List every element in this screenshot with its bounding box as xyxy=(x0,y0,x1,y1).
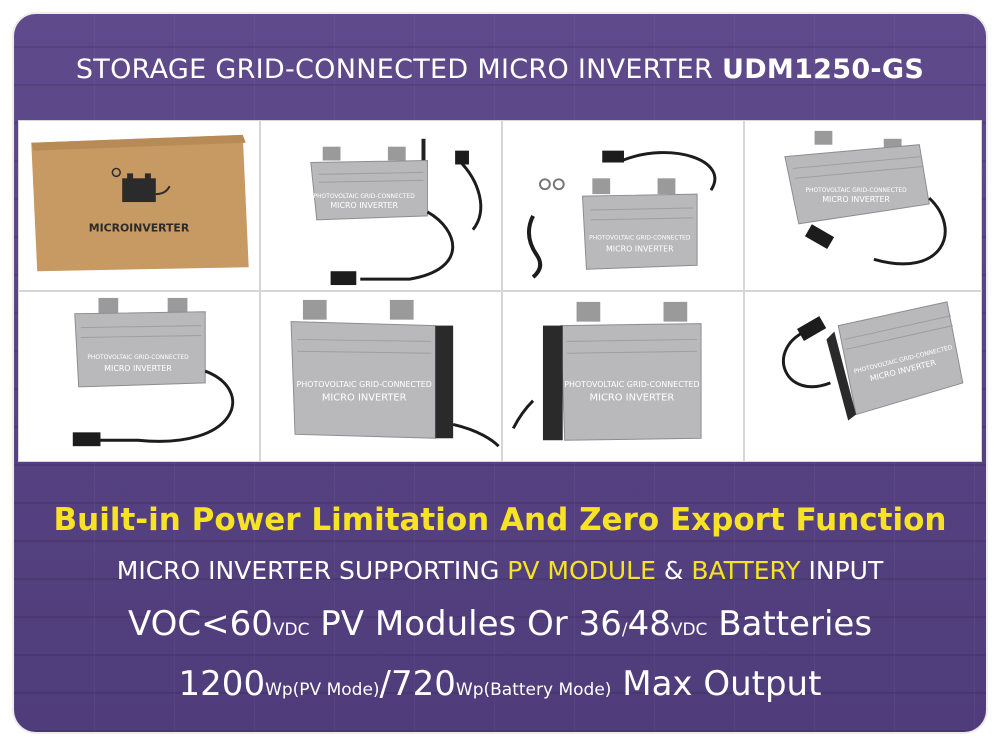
banner-title: STORAGE GRID-CONNECTED MICRO INVERTER UD… xyxy=(14,54,986,85)
gallery-cell-8: PHOTOVOLTAIC GRID-CONNECTED MICRO INVERT… xyxy=(744,291,982,462)
line4-unit-battery: Wp(Battery Mode) xyxy=(455,680,612,700)
line2-text-a: MICRO INVERTER SUPPORTING xyxy=(116,556,508,585)
line3-unit-2: VDC xyxy=(670,620,708,640)
device-label-2: MICRO INVERTER xyxy=(606,244,674,253)
line3-text-a: VOC<60 xyxy=(127,604,273,644)
gallery-cell-2: PHOTOVOLTAIC GRID-CONNECTED MICRO INVERT… xyxy=(260,120,502,291)
device-label-2: MICRO INVERTER xyxy=(822,195,890,204)
inverter-side-image: PHOTOVOLTAIC GRID-CONNECTED MICRO INVERT… xyxy=(290,299,500,448)
device-label-1: PHOTOVOLTAIC GRID-CONNECTED xyxy=(314,194,416,200)
inverter-front-image: PHOTOVOLTAIC GRID-CONNECTED MICRO INVERT… xyxy=(72,297,235,447)
plug-icon xyxy=(122,173,171,203)
inverter-with-antenna-image: PHOTOVOLTAIC GRID-CONNECTED MICRO INVERT… xyxy=(310,138,483,286)
line3-slash: / xyxy=(621,620,628,640)
feature-line-4: 1200Wp(PV Mode)/720Wp(Battery Mode) Max … xyxy=(14,664,986,704)
device-label-1: PHOTOVOLTAIC GRID-CONNECTED xyxy=(564,380,699,389)
device-label-2: MICRO INVERTER xyxy=(322,393,407,404)
line3-text-g: Batteries xyxy=(707,604,873,644)
device-label-2: MICRO INVERTER xyxy=(330,201,398,210)
title-prefix: STORAGE GRID-CONNECTED MICRO INVERTER xyxy=(75,54,722,85)
gallery-cell-3: PHOTOVOLTAIC GRID-CONNECTED MICRO INVERT… xyxy=(502,120,744,291)
line2-text-e: INPUT xyxy=(800,556,884,585)
gallery-cell-4: PHOTOVOLTAIC GRID-CONNECTED MICRO INVERT… xyxy=(744,120,982,291)
product-gallery: MICROINVERTER PHOTOVOLTAIC GRID-CONNECTE… xyxy=(18,120,982,462)
line3-text-e: 48 xyxy=(627,604,671,644)
title-model: UDM1250-GS xyxy=(721,54,925,85)
line3-text-c: PV Modules Or 36 xyxy=(309,604,622,644)
line4-text-c: /720 xyxy=(379,664,456,704)
feature-line-3: VOC<60VDC PV Modules Or 36/48VDC Batteri… xyxy=(14,604,986,644)
feature-line-2: MICRO INVERTER SUPPORTING PV MODULE & BA… xyxy=(14,556,986,585)
device-label-1: PHOTOVOLTAIC GRID-CONNECTED xyxy=(805,188,907,194)
line2-text-c: & xyxy=(655,556,692,585)
inverter-rear-image: PHOTOVOLTAIC GRID-CONNECTED MICRO INVERT… xyxy=(782,301,964,421)
packaging-box-image: MICROINVERTER xyxy=(31,134,249,272)
gallery-cell-7: PHOTOVOLTAIC GRID-CONNECTED MICRO INVERT… xyxy=(502,291,744,462)
line4-text-e: Max Output xyxy=(611,664,822,704)
inverter-with-accessories-image: PHOTOVOLTAIC GRID-CONNECTED MICRO INVERT… xyxy=(527,150,717,279)
line4-unit-pv: Wp(PV Mode) xyxy=(265,680,380,700)
gallery-cell-6: PHOTOVOLTAIC GRID-CONNECTED MICRO INVERT… xyxy=(260,291,502,462)
gallery-cell-5: PHOTOVOLTAIC GRID-CONNECTED MICRO INVERT… xyxy=(18,291,260,462)
line3-unit-1: VDC xyxy=(272,620,310,640)
inverter-angled-image: PHOTOVOLTAIC GRID-CONNECTED MICRO INVERT… xyxy=(784,130,947,266)
box-label: MICROINVERTER xyxy=(89,222,190,235)
inverter-side-angled-image: PHOTOVOLTAIC GRID-CONNECTED MICRO INVERT… xyxy=(511,301,702,441)
line2-highlight-battery: BATTERY xyxy=(691,556,801,585)
device-label-2: MICRO INVERTER xyxy=(590,393,675,404)
device-label-2: MICRO INVERTER xyxy=(104,364,172,373)
device-label-1: PHOTOVOLTAIC GRID-CONNECTED xyxy=(87,355,189,361)
line2-highlight-pv: PV MODULE xyxy=(507,556,656,585)
gallery-cell-box: MICROINVERTER xyxy=(18,120,260,291)
banner-frame: STORAGE GRID-CONNECTED MICRO INVERTER UD… xyxy=(14,14,986,732)
device-label-1: PHOTOVOLTAIC GRID-CONNECTED xyxy=(297,380,432,389)
device-label-1: PHOTOVOLTAIC GRID-CONNECTED xyxy=(589,236,691,242)
feature-line-1: Built-in Power Limitation And Zero Expor… xyxy=(53,502,947,538)
line4-text-a: 1200 xyxy=(178,664,266,704)
